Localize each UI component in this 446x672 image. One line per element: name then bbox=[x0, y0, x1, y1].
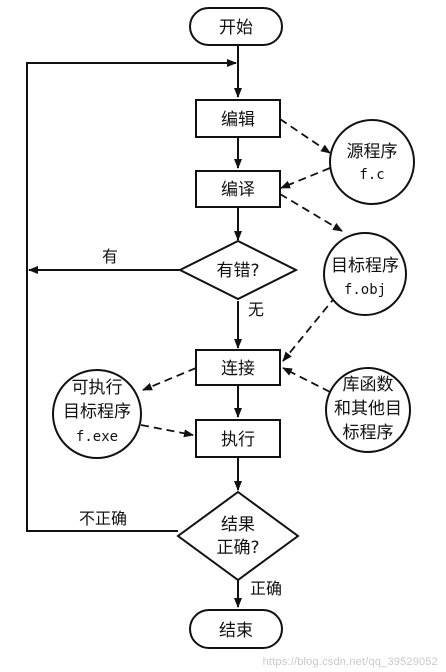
edge-source-to-compile bbox=[280, 167, 331, 189]
object-file-name: f.obj bbox=[344, 282, 386, 298]
executable-line2: 目标程序 bbox=[63, 402, 131, 422]
edge-compile-to-object bbox=[279, 193, 343, 232]
edit-box: 编辑 bbox=[195, 99, 281, 138]
data-flow-edges bbox=[140, 118, 343, 438]
source-file-label: 源程序 bbox=[347, 142, 398, 162]
has-error-decision: 有错? bbox=[177, 239, 299, 301]
yes-label: 有 bbox=[102, 247, 118, 266]
edge-object-to-link bbox=[282, 295, 337, 362]
edge-library-to-link bbox=[282, 367, 331, 393]
object-file-circle: 目标程序 f.obj bbox=[323, 232, 407, 316]
no-label: 无 bbox=[248, 300, 264, 319]
start-terminal: 开始 bbox=[189, 7, 283, 46]
end-terminal: 结束 bbox=[189, 609, 283, 649]
executable-line1: 可执行 bbox=[72, 378, 123, 398]
result-correct-line2: 正确? bbox=[216, 538, 259, 558]
execute-box: 执行 bbox=[195, 419, 281, 458]
library-circle: 库函数 和其他目 标程序 bbox=[325, 367, 411, 453]
library-line1: 库函数 bbox=[343, 375, 394, 395]
watermark: https://blog.csdn.net/qq_39529052 bbox=[262, 656, 438, 668]
executable-circle: 可执行 目标程序 f.exe bbox=[52, 369, 142, 459]
result-correct-line1: 结果 bbox=[221, 515, 255, 535]
compile-label: 编译 bbox=[221, 180, 255, 200]
object-file-label: 目标程序 bbox=[331, 256, 399, 276]
edge-loop-back-to-edit bbox=[26, 59, 237, 532]
executable-file-name: f.exe bbox=[76, 429, 118, 445]
library-line3: 标程序 bbox=[343, 423, 394, 443]
source-file-name: f.c bbox=[359, 167, 384, 183]
link-box: 连接 bbox=[195, 349, 281, 386]
end-label: 结束 bbox=[219, 621, 253, 641]
link-label: 连接 bbox=[221, 359, 255, 379]
edge-executable-to-execute bbox=[140, 424, 194, 438]
source-file-circle: 源程序 f.c bbox=[329, 119, 415, 205]
execute-label: 执行 bbox=[221, 430, 255, 450]
edge-edit-to-source bbox=[279, 118, 331, 154]
library-line2: 和其他目 bbox=[334, 399, 402, 419]
edit-label: 编辑 bbox=[221, 110, 255, 130]
main-flow-edges bbox=[26, 45, 242, 608]
start-label: 开始 bbox=[219, 18, 253, 38]
has-error-label: 有错? bbox=[216, 261, 259, 281]
incorrect-label: 不正确 bbox=[79, 509, 127, 528]
compile-box: 编译 bbox=[195, 170, 281, 208]
edge-link-to-executable bbox=[142, 367, 197, 391]
result-correct-decision: 结果 正确? bbox=[176, 490, 300, 582]
correct-label: 正确 bbox=[250, 579, 282, 598]
